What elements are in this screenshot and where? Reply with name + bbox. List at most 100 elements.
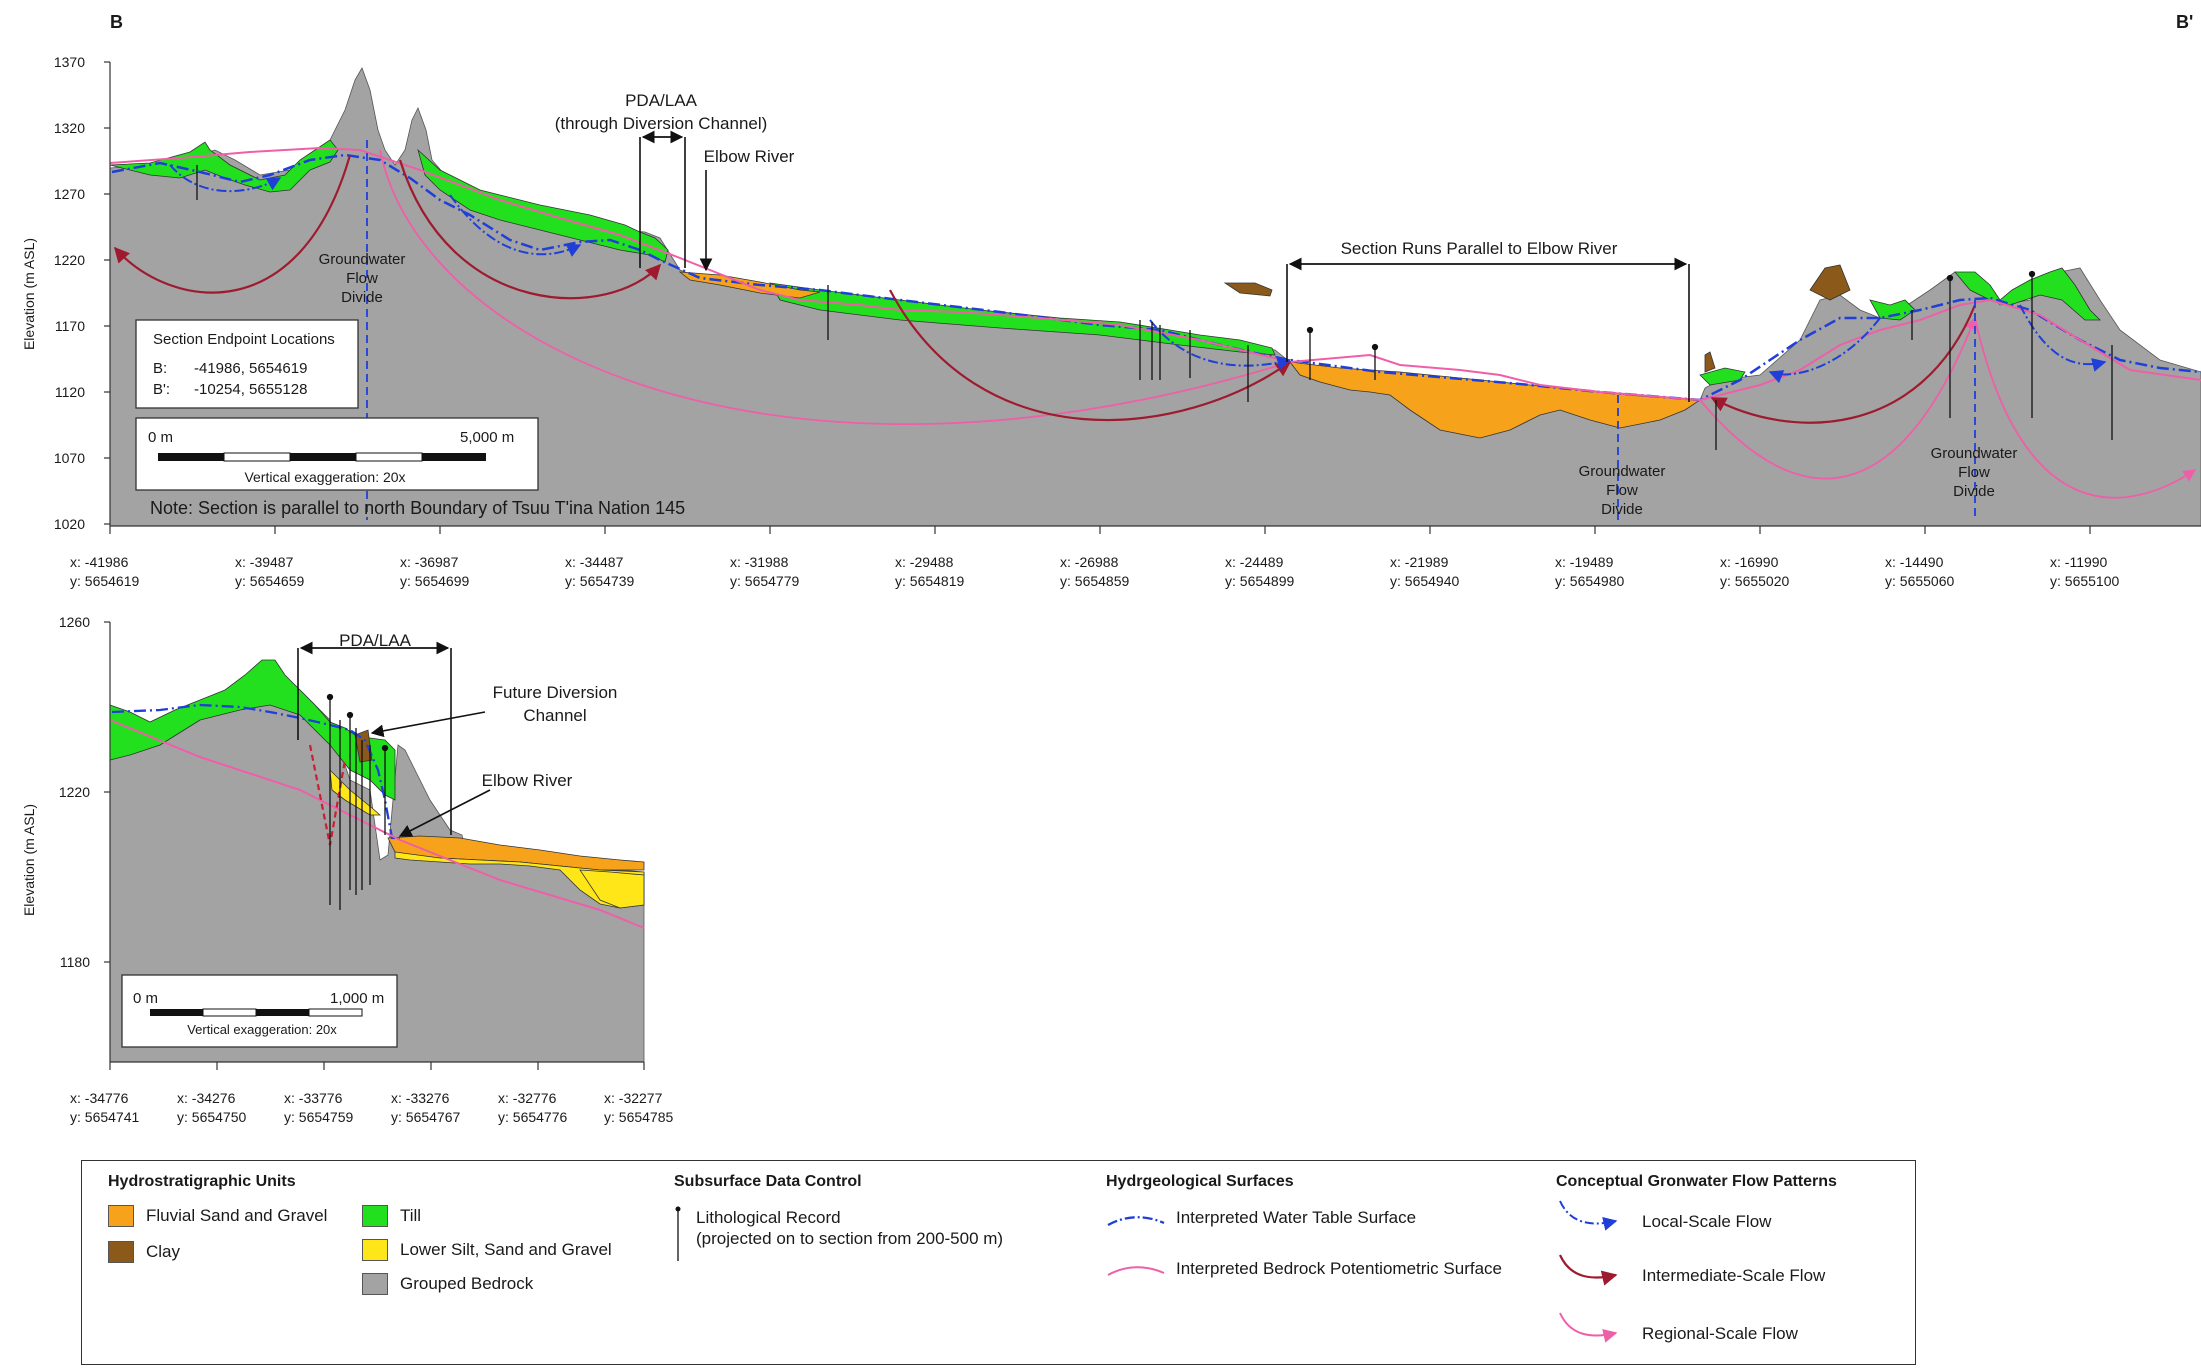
local-flow-arrow bbox=[449, 194, 582, 257]
scale-bar-box: 0 m 1,000 m Vertical exaggeration: 20x bbox=[121, 974, 398, 1048]
water-table-line bbox=[111, 153, 2201, 402]
legend-unit-label: Clay bbox=[146, 1242, 181, 1261]
water-table-icon bbox=[1107, 1216, 1165, 1227]
section-label-right: B' bbox=[2176, 12, 2193, 32]
future-channel-pointer bbox=[370, 711, 486, 738]
local-flow-arrow bbox=[169, 164, 282, 192]
pda-bracket bbox=[639, 130, 686, 268]
legend-surfaces-title: Hydrgeological Surfaces bbox=[1106, 1173, 1294, 1190]
svg-text:Flow: Flow bbox=[1958, 464, 1990, 481]
xtick-x: x: -36987 bbox=[400, 554, 459, 570]
legend-unit-label: Lower Silt, Sand and Gravel bbox=[400, 1240, 612, 1259]
pda-laa-sublabel: (through Diversion Channel) bbox=[555, 114, 768, 133]
lithological-records bbox=[196, 165, 2113, 450]
till-area bbox=[417, 148, 669, 263]
scale-exaggeration: Vertical exaggeration: 20x bbox=[244, 469, 405, 485]
xtick-y: y: 5654899 bbox=[1225, 573, 1294, 589]
xtick-y: y: 5655020 bbox=[1720, 573, 1789, 589]
bedrock-swatch bbox=[362, 1273, 388, 1295]
xtick-y: y: 5654980 bbox=[1555, 573, 1624, 589]
clay-swatch bbox=[108, 1241, 134, 1263]
local-flow-icon bbox=[1559, 1200, 1618, 1231]
local-flow-arrow bbox=[1768, 317, 1881, 384]
intermediate-flow-arrow bbox=[113, 154, 352, 294]
legend-unit-label: Grouped Bedrock bbox=[400, 1274, 534, 1293]
xtick-x: x: -14490 bbox=[1885, 554, 1944, 570]
endpoint-b-label: B: bbox=[153, 360, 167, 377]
ytick-label: 1020 bbox=[54, 516, 85, 532]
local-flow-arrow bbox=[1149, 319, 1292, 370]
xtick-y: y: 5654741 bbox=[70, 1109, 139, 1125]
xtick-y: y: 5654785 bbox=[604, 1109, 673, 1125]
fluvial-swatch bbox=[108, 1205, 134, 1227]
legend: Hydrostratigraphic Units Fluvial Sand an… bbox=[81, 1160, 1916, 1365]
legend-unit-fluvial: Fluvial Sand and Gravel bbox=[108, 1205, 327, 1227]
svg-text:Groundwater: Groundwater bbox=[1579, 463, 1666, 480]
legend-control-title: Subsurface Data Control bbox=[674, 1173, 862, 1190]
ytick-label: 1260 bbox=[59, 614, 90, 630]
elbow-river-label: Elbow River bbox=[482, 771, 573, 790]
scale-start: 0 m bbox=[133, 990, 158, 1007]
xtick-x: x: -21989 bbox=[1390, 554, 1449, 570]
legend-flow-label: Intermediate-Scale Flow bbox=[1642, 1266, 1826, 1285]
potentiometric-icon bbox=[1107, 1266, 1165, 1276]
legend-control-label: Lithological Record bbox=[696, 1208, 841, 1227]
xtick-y: y: 5654759 bbox=[284, 1109, 353, 1125]
xtick-y: y: 5654776 bbox=[498, 1109, 567, 1125]
scale-end: 5,000 m bbox=[460, 429, 514, 446]
xtick-x: x: -11990 bbox=[2050, 554, 2108, 570]
xtick-x: x: -19489 bbox=[1555, 554, 1614, 570]
groundwater-divide-label: Groundwater Flow Divide bbox=[1931, 445, 2018, 500]
clay-area bbox=[1704, 351, 1716, 373]
elbow-river-pointer bbox=[398, 789, 491, 837]
ytick-label: 1070 bbox=[54, 450, 85, 466]
svg-text:Divide: Divide bbox=[1953, 483, 1995, 500]
potentiometric-line bbox=[109, 719, 645, 929]
pda-laa-label: PDA/LAA bbox=[339, 631, 411, 650]
legend-flow-label: Local-Scale Flow bbox=[1642, 1212, 1772, 1231]
xtick-y: y: 5654619 bbox=[70, 573, 139, 589]
scale-end: 1,000 m bbox=[330, 990, 384, 1007]
legend-unit-bedrock: Grouped Bedrock bbox=[362, 1273, 533, 1295]
ytick-label: 1180 bbox=[60, 954, 90, 970]
lithological-record-icon bbox=[675, 1206, 681, 1261]
regional-flow-arrow bbox=[1974, 317, 2197, 499]
xtick-x: x: -33276 bbox=[391, 1090, 450, 1106]
xtick-y: y: 5655060 bbox=[1885, 573, 1954, 589]
xtick-y: y: 5654767 bbox=[391, 1109, 460, 1125]
section-note: Note: Section is parallel to north Bound… bbox=[150, 498, 685, 518]
xtick-y: y: 5654659 bbox=[235, 573, 304, 589]
regional-flow-arrow bbox=[1699, 316, 1977, 480]
legend-unit-till: Till bbox=[362, 1205, 421, 1227]
xtick-x: x: -34776 bbox=[70, 1090, 129, 1106]
clay-area bbox=[1223, 282, 1273, 297]
lithological-records bbox=[326, 693, 389, 910]
legend-unit-label: Fluvial Sand and Gravel bbox=[146, 1206, 328, 1225]
intermediate-flow-arrow bbox=[398, 159, 662, 300]
parallel-label: Section Runs Parallel to Elbow River bbox=[1341, 239, 1618, 258]
legend-surface-label: Interpreted Water Table Surface bbox=[1176, 1208, 1417, 1227]
xtick-x: x: -26988 bbox=[1060, 554, 1119, 570]
pda-laa-label: PDA/LAA bbox=[625, 91, 697, 110]
xtick-x: x: -24489 bbox=[1225, 554, 1284, 570]
svg-text:Divide: Divide bbox=[341, 289, 383, 306]
xtick-x: x: -41986 bbox=[70, 554, 129, 570]
clay-area bbox=[1809, 264, 1851, 301]
intermediate-flow-arrow bbox=[1710, 304, 1977, 424]
future-channel-label: Channel bbox=[523, 706, 586, 725]
intermediate-flow-arrow bbox=[889, 289, 1292, 422]
regional-flow-icon bbox=[1559, 1312, 1618, 1343]
legend-unit-label: Till bbox=[400, 1206, 422, 1225]
legend-surface-label: Interpreted Bedrock Potentiometric Surfa… bbox=[1176, 1259, 1502, 1278]
xtick-x: x: -34276 bbox=[177, 1090, 236, 1106]
xtick-y: y: 5655100 bbox=[2050, 573, 2119, 589]
xtick-x: x: -31988 bbox=[730, 554, 789, 570]
svg-text:Flow: Flow bbox=[1606, 482, 1638, 499]
svg-text:Divide: Divide bbox=[1601, 501, 1643, 518]
legend-flow-title: Conceptual Gronwater Flow Patterns bbox=[1556, 1173, 1837, 1190]
intermediate-flow-icon bbox=[1558, 1254, 1618, 1286]
svg-text:Groundwater: Groundwater bbox=[1931, 445, 2018, 462]
ytick-label: 1220 bbox=[54, 252, 85, 268]
